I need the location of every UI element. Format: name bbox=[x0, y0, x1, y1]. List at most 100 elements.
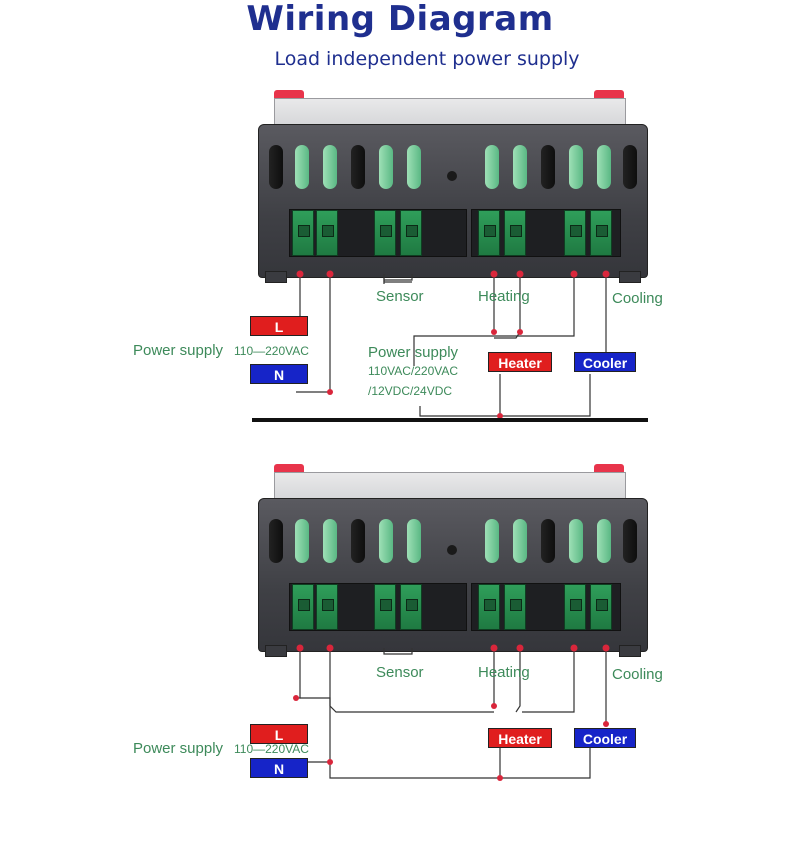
wire-dot bbox=[327, 759, 333, 765]
terminal bbox=[504, 584, 526, 630]
wiring-lines bbox=[293, 644, 610, 781]
cooling-label: Cooling bbox=[612, 666, 663, 683]
power-supply-label: Power supply bbox=[133, 740, 224, 757]
wire-dot bbox=[491, 703, 497, 709]
terminal bbox=[590, 584, 612, 630]
wire-dot bbox=[603, 721, 609, 727]
device-foot bbox=[619, 271, 641, 283]
terminal bbox=[504, 210, 526, 256]
wire-dot bbox=[570, 270, 578, 278]
n-terminal-box: N bbox=[250, 364, 308, 384]
terminal bbox=[590, 210, 612, 256]
load-voltage-label-2: /12VDC/24VDC bbox=[368, 384, 453, 398]
terminal bbox=[478, 584, 500, 630]
wire-dot bbox=[327, 389, 333, 395]
wire-dot bbox=[490, 270, 498, 278]
heating-label: Heating bbox=[478, 288, 530, 305]
device-screw bbox=[447, 171, 457, 181]
heating-label: Heating bbox=[478, 664, 530, 681]
device-foot bbox=[265, 645, 287, 657]
device-rear-body bbox=[258, 498, 648, 657]
vent-slot bbox=[623, 519, 637, 563]
terminal-block-left bbox=[289, 209, 467, 257]
wire-dot bbox=[570, 644, 578, 652]
wire-dot bbox=[602, 644, 610, 652]
page-subtitle: Load independent power supply bbox=[274, 48, 580, 70]
page-title: Wiring Diagram bbox=[246, 0, 554, 39]
thermostat-device bbox=[258, 88, 648, 283]
wire-dot bbox=[293, 695, 299, 701]
device-foot bbox=[265, 271, 287, 283]
device-screw bbox=[447, 545, 457, 555]
vent-slot bbox=[379, 519, 393, 563]
wiring-lines bbox=[293, 270, 610, 419]
wiring-diagram-top: Sensor Heating Cooling L Power supply 11… bbox=[0, 88, 800, 468]
terminal-block-right bbox=[471, 209, 621, 257]
thermostat-device bbox=[258, 462, 648, 657]
wire-dot bbox=[326, 270, 334, 278]
terminal bbox=[478, 210, 500, 256]
vent-slot bbox=[485, 519, 499, 563]
wire-dot bbox=[516, 644, 524, 652]
terminal bbox=[292, 584, 314, 630]
load-voltage-label-1: 110VAC/220VAC bbox=[368, 364, 459, 378]
device-rear-body bbox=[258, 124, 648, 283]
vent-slot bbox=[323, 145, 337, 189]
vent-slot bbox=[351, 145, 365, 189]
power-voltage-label: 110—220VAC bbox=[234, 344, 309, 358]
vent-slot bbox=[623, 145, 637, 189]
section-divider bbox=[252, 418, 648, 422]
wiring-diagram-bottom: Sensor Heating Cooling L Power supply 11… bbox=[0, 462, 800, 842]
vent-slot bbox=[569, 145, 583, 189]
vent-slot bbox=[407, 519, 421, 563]
power-supply-label: Power supply bbox=[133, 342, 224, 359]
vent-slot bbox=[295, 145, 309, 189]
vent-slot bbox=[513, 519, 527, 563]
cooler-box: Cooler bbox=[574, 728, 636, 748]
wire-dot bbox=[491, 329, 497, 335]
sensor-label: Sensor bbox=[376, 288, 424, 305]
vent-slot bbox=[323, 519, 337, 563]
terminal-block-right bbox=[471, 583, 621, 631]
vent-slot bbox=[295, 519, 309, 563]
vent-slot bbox=[407, 145, 421, 189]
n-terminal-box: N bbox=[250, 758, 308, 778]
terminal bbox=[374, 210, 396, 256]
terminal-block-left bbox=[289, 583, 467, 631]
terminal bbox=[292, 210, 314, 256]
terminal bbox=[564, 210, 586, 256]
vent-slot bbox=[541, 145, 555, 189]
sensor-label: Sensor bbox=[376, 664, 424, 681]
vent-slot bbox=[269, 145, 283, 189]
vent-slot bbox=[597, 519, 611, 563]
heater-box: Heater bbox=[488, 352, 552, 372]
wire-dot bbox=[490, 644, 498, 652]
wire-dot bbox=[602, 270, 610, 278]
l-terminal-box: L bbox=[250, 724, 308, 744]
vent-slot bbox=[485, 145, 499, 189]
device-foot bbox=[619, 645, 641, 657]
terminal bbox=[316, 210, 338, 256]
cooler-box: Cooler bbox=[574, 352, 636, 372]
l-terminal-box: L bbox=[250, 316, 308, 336]
vent-slot bbox=[351, 519, 365, 563]
load-supply-label: Power supply bbox=[368, 344, 459, 361]
terminal bbox=[564, 584, 586, 630]
vent-slot bbox=[379, 145, 393, 189]
vent-slot bbox=[269, 519, 283, 563]
wire-dot bbox=[296, 644, 304, 652]
cooling-label: Cooling bbox=[612, 290, 663, 307]
vent-slot bbox=[513, 145, 527, 189]
terminal bbox=[400, 584, 422, 630]
terminal bbox=[374, 584, 396, 630]
terminal bbox=[400, 210, 422, 256]
heater-box: Heater bbox=[488, 728, 552, 748]
wire-dot bbox=[296, 270, 304, 278]
vent-slot bbox=[569, 519, 583, 563]
power-voltage-label: 110—220VAC bbox=[234, 742, 309, 756]
vent-slot bbox=[541, 519, 555, 563]
wire-dot bbox=[497, 413, 503, 419]
wire-dot bbox=[516, 270, 524, 278]
vent-slot bbox=[597, 145, 611, 189]
wire-dot bbox=[497, 775, 503, 781]
